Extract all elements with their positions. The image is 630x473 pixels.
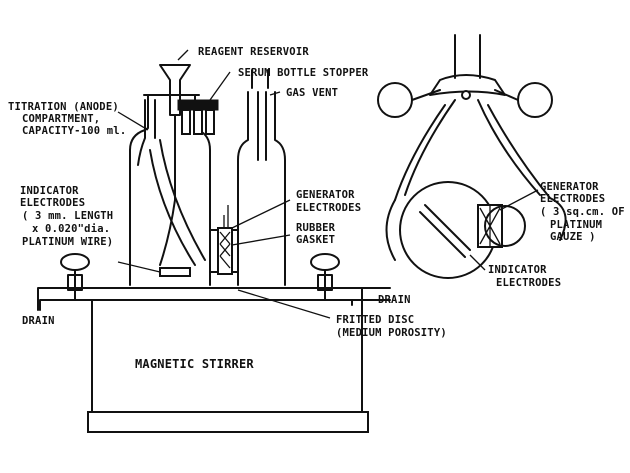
- label-titration-2: COMPARTMENT,: [22, 113, 100, 125]
- clamp-detail: [377, 34, 567, 279]
- label-magnetic-stirrer: MAGNETIC STIRRER: [135, 357, 254, 371]
- generator-compartment: [237, 91, 286, 286]
- label-titration-3: CAPACITY-100 ml.: [22, 125, 126, 137]
- indicator-wire-tube: [159, 139, 206, 261]
- label-gen-right-3: ( 3 sq.cm. OF: [540, 206, 625, 218]
- left-stopcock: [37, 253, 90, 311]
- leader-lines: [117, 49, 372, 319]
- label-rubber-2: GASKET: [296, 234, 335, 246]
- label-rubber-1: RUBBER: [296, 222, 336, 234]
- label-ind-right-1: INDICATOR: [488, 264, 547, 276]
- label-indicator-4: x 0.020"dia.: [32, 223, 110, 235]
- generator-electrodes: [209, 205, 239, 275]
- label-gas-vent: GAS VENT: [286, 87, 338, 99]
- gas-vent: [251, 69, 269, 89]
- label-indicator-5: PLATINUM WIRE): [22, 236, 113, 248]
- label-reagent-reservoir: REAGENT RESERVOIR: [198, 46, 309, 58]
- label-indicator-1: INDICATOR: [20, 185, 79, 197]
- magnetic-stirrer: [87, 299, 369, 433]
- label-ind-right-2: ELECTRODES: [496, 277, 561, 289]
- label-fritted-2: (MEDIUM POROSITY): [336, 327, 447, 339]
- label-serum-bottle-stopper: SERUM BOTTLE STOPPER: [238, 67, 369, 79]
- label-indicator-2: ELECTRODES: [20, 197, 85, 209]
- label-fritted-1: FRITTED DISC: [336, 314, 414, 326]
- label-gen-right-5: GAUZE ): [550, 231, 596, 243]
- right-leader-lines: [469, 189, 539, 271]
- reagent-reservoir: [159, 64, 191, 266]
- text-labels: REAGENT RESERVOIR SERUM BOTTLE STOPPER G…: [8, 46, 625, 371]
- label-gen-right-2: ELECTRODES: [540, 193, 605, 205]
- label-drain-right: DRAIN: [378, 294, 411, 306]
- label-gen-right-4: PLATINUM: [550, 219, 602, 231]
- indicator-wire-tube-2: [149, 149, 196, 266]
- label-titration-1: TITRATION (ANODE): [8, 101, 119, 113]
- base-plate: [71, 287, 391, 301]
- label-generator-1: GENERATOR: [296, 189, 355, 201]
- label-indicator-3: ( 3 mm. LENGTH: [22, 210, 113, 222]
- label-drain-left: DRAIN: [22, 315, 55, 327]
- serum-bottle-stopper: [177, 99, 219, 135]
- label-generator-2: ELECTRODES: [296, 202, 361, 214]
- right-stopcock: [310, 253, 363, 306]
- label-gen-right-1: GENERATOR: [540, 181, 599, 193]
- stir-bar: [159, 267, 191, 277]
